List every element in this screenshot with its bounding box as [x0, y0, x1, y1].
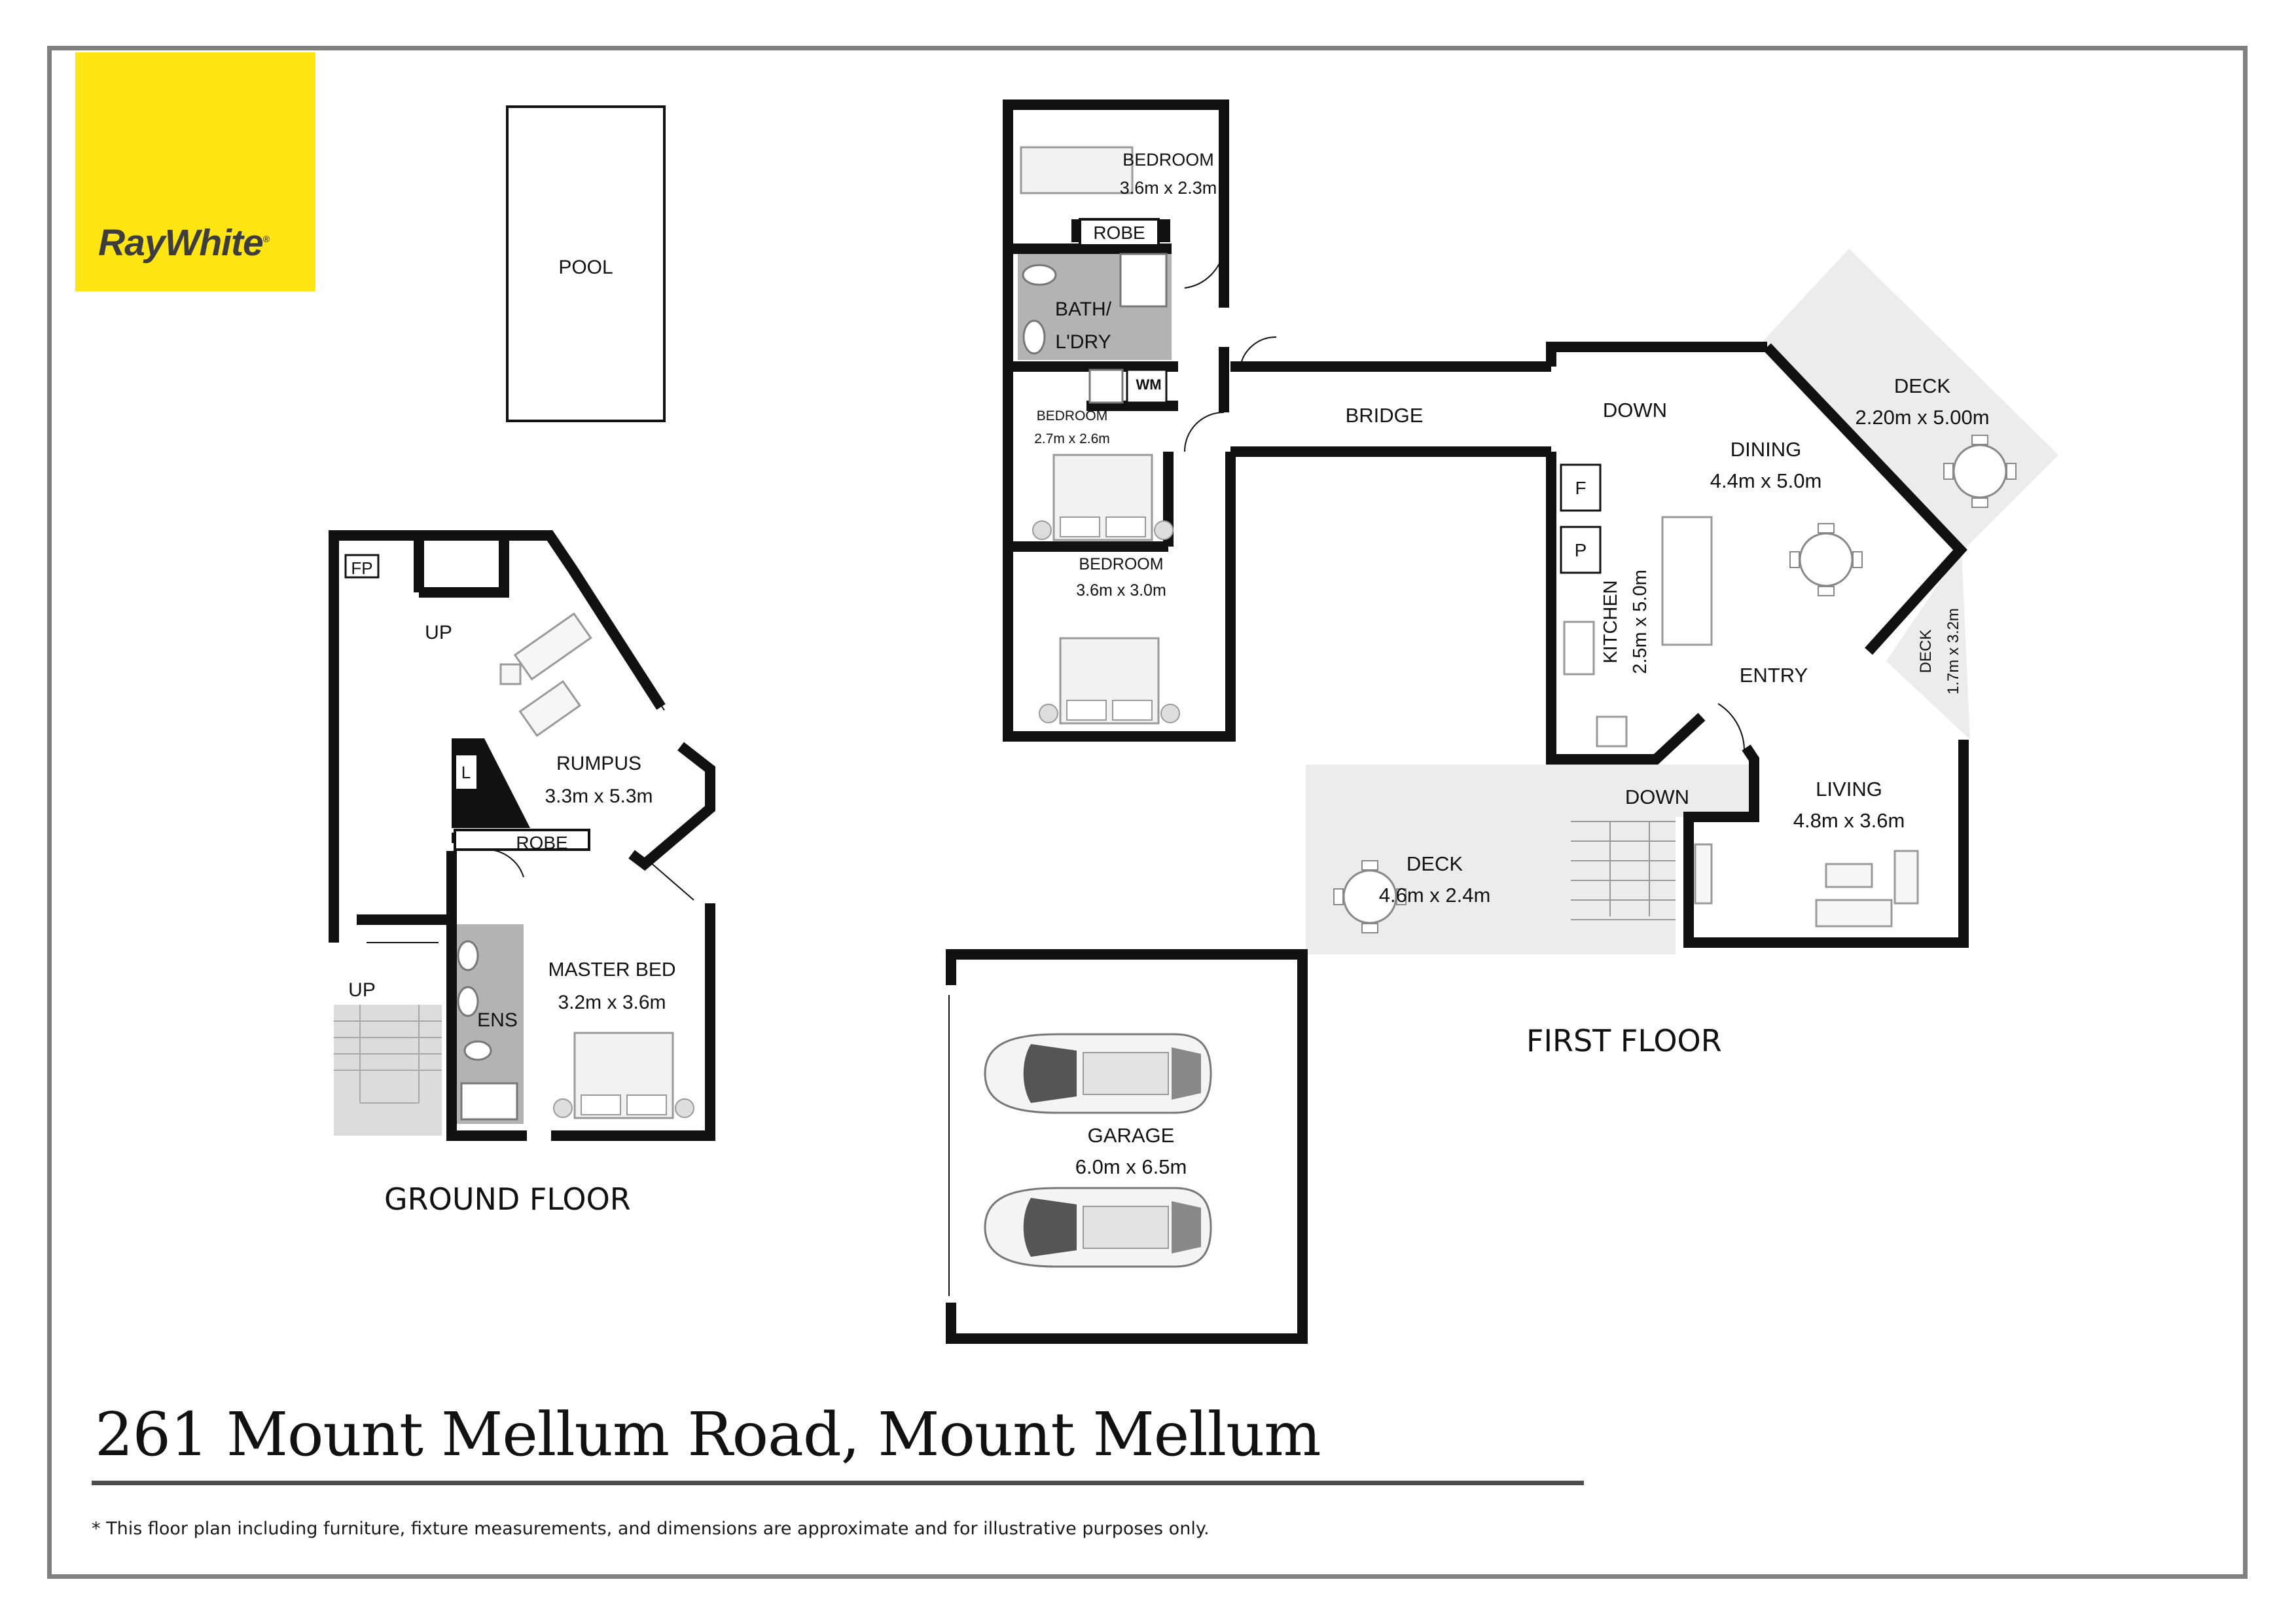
kitchen-island [1661, 516, 1713, 646]
master-bed-dim: 3.2m x 3.6m [558, 992, 666, 1013]
l-label: L [461, 763, 471, 782]
logo-wordmark: RayWhite [98, 222, 264, 264]
deck-ne-dim: 2.20m x 5.00m [1855, 406, 1989, 429]
shower [1119, 253, 1168, 308]
pool [506, 105, 666, 422]
ens-label: ENS [477, 1009, 518, 1031]
down-label-top: DOWN [1603, 399, 1667, 422]
disclaimer: * This floor plan including furniture, f… [92, 1519, 1210, 1539]
bed2-label: BEDROOM [1037, 408, 1108, 424]
up-label-top: UP [425, 622, 452, 643]
up-label-bottom: UP [348, 979, 376, 1001]
car-bottom [984, 1187, 1212, 1268]
down-label-bottom: DOWN [1625, 785, 1689, 808]
kitchen-sink [1563, 621, 1595, 676]
ground-arrows [367, 575, 694, 943]
property-address: 261 Mount Mellum Road, Mount Mellum [95, 1399, 1321, 1470]
robe-ground [454, 829, 590, 851]
deck-east [1886, 550, 1970, 740]
entry-label: ENTRY [1740, 664, 1808, 687]
wm-label: WM [1136, 376, 1161, 393]
kitchen-label: KITCHEN [1600, 580, 1621, 663]
ground-floor-title: GROUND FLOOR [384, 1182, 631, 1217]
bath-label-2: L'DRY [1055, 331, 1111, 353]
fridge-label: F [1575, 478, 1586, 498]
laundry-chute [454, 753, 479, 791]
deck-ne-label: DECK [1894, 374, 1950, 397]
fridge [1560, 463, 1602, 512]
garage-label: GARAGE [1088, 1124, 1175, 1147]
garage-dim: 6.0m x 6.5m [1075, 1155, 1187, 1178]
car-top [984, 1033, 1212, 1114]
robe-first [1079, 218, 1160, 247]
bed3-dim: 3.6m x 3.0m [1076, 581, 1166, 600]
pantry-label: P [1575, 540, 1587, 560]
bed3-label: BEDROOM [1079, 555, 1163, 573]
dining-label: DINING [1731, 438, 1802, 461]
bed2-dim: 2.7m x 2.6m [1034, 431, 1110, 446]
pantry [1560, 526, 1602, 574]
first-floor-windows [948, 137, 1961, 1296]
cooktop [1596, 715, 1628, 748]
bath-fixtures [1022, 264, 1124, 404]
fireplace [344, 554, 380, 579]
bed1-label: BEDROOM [1122, 150, 1214, 170]
washing-machine [1126, 369, 1168, 404]
fp-label: FP [351, 558, 372, 578]
pool-label: POOL [558, 257, 613, 278]
deck-e-dim: 1.7m x 3.2m [1945, 608, 1962, 695]
bath-label-1: BATH/ [1055, 298, 1112, 320]
living-dim: 4.8m x 3.6m [1793, 809, 1905, 832]
living-label: LIVING [1816, 778, 1882, 801]
rumpus-sofa-set [499, 612, 592, 737]
bed1-furniture [1020, 146, 1134, 194]
robe-ground-label: ROBE [516, 833, 567, 853]
robe-first-label: ROBE [1093, 223, 1145, 243]
master-bed-furniture [552, 1032, 695, 1119]
address-underline [92, 1481, 1584, 1485]
deck-northeast [1761, 249, 2058, 550]
living-furniture [1694, 843, 1919, 928]
dining-table [1789, 522, 1863, 597]
first-floor-title: FIRST FLOOR [1526, 1023, 1722, 1058]
first-floor-plan: BEDROOM 3.6m x 2.3m ROBE BATH/ L'DRY WM … [946, 99, 2058, 1344]
kitchen-dim: 2.5m x 5.0m [1630, 569, 1651, 674]
raywhite-logo: RayWhite® [75, 52, 315, 291]
bed3-furniture [1038, 637, 1181, 725]
deck-e-label: DECK [1917, 630, 1935, 674]
deck-s-label: DECK [1407, 852, 1463, 875]
ground-floor-plan: FP UP RUMPUS 3.3m x 5.3m L ROBE UP ENS M… [329, 530, 715, 1141]
bridge-label: BRIDGE [1346, 404, 1424, 427]
deck-s-dim: 4.6m x 2.4m [1379, 884, 1491, 907]
dining-dim: 4.4m x 5.0m [1710, 469, 1822, 492]
rumpus-dim: 3.3m x 5.3m [545, 785, 653, 807]
deck-stairs [1571, 821, 1676, 920]
ensuite-fixtures [457, 940, 518, 1121]
rumpus-label: RUMPUS [556, 753, 641, 774]
registered-mark: ® [262, 234, 270, 244]
bed1-dim: 3.6m x 2.3m [1120, 178, 1217, 198]
bed2-furniture [1031, 454, 1174, 541]
ground-stair-treads [334, 1005, 442, 1104]
deck-south [1306, 765, 1749, 954]
page-frame [47, 46, 2248, 1579]
master-bed-label: MASTER BED [548, 959, 675, 981]
